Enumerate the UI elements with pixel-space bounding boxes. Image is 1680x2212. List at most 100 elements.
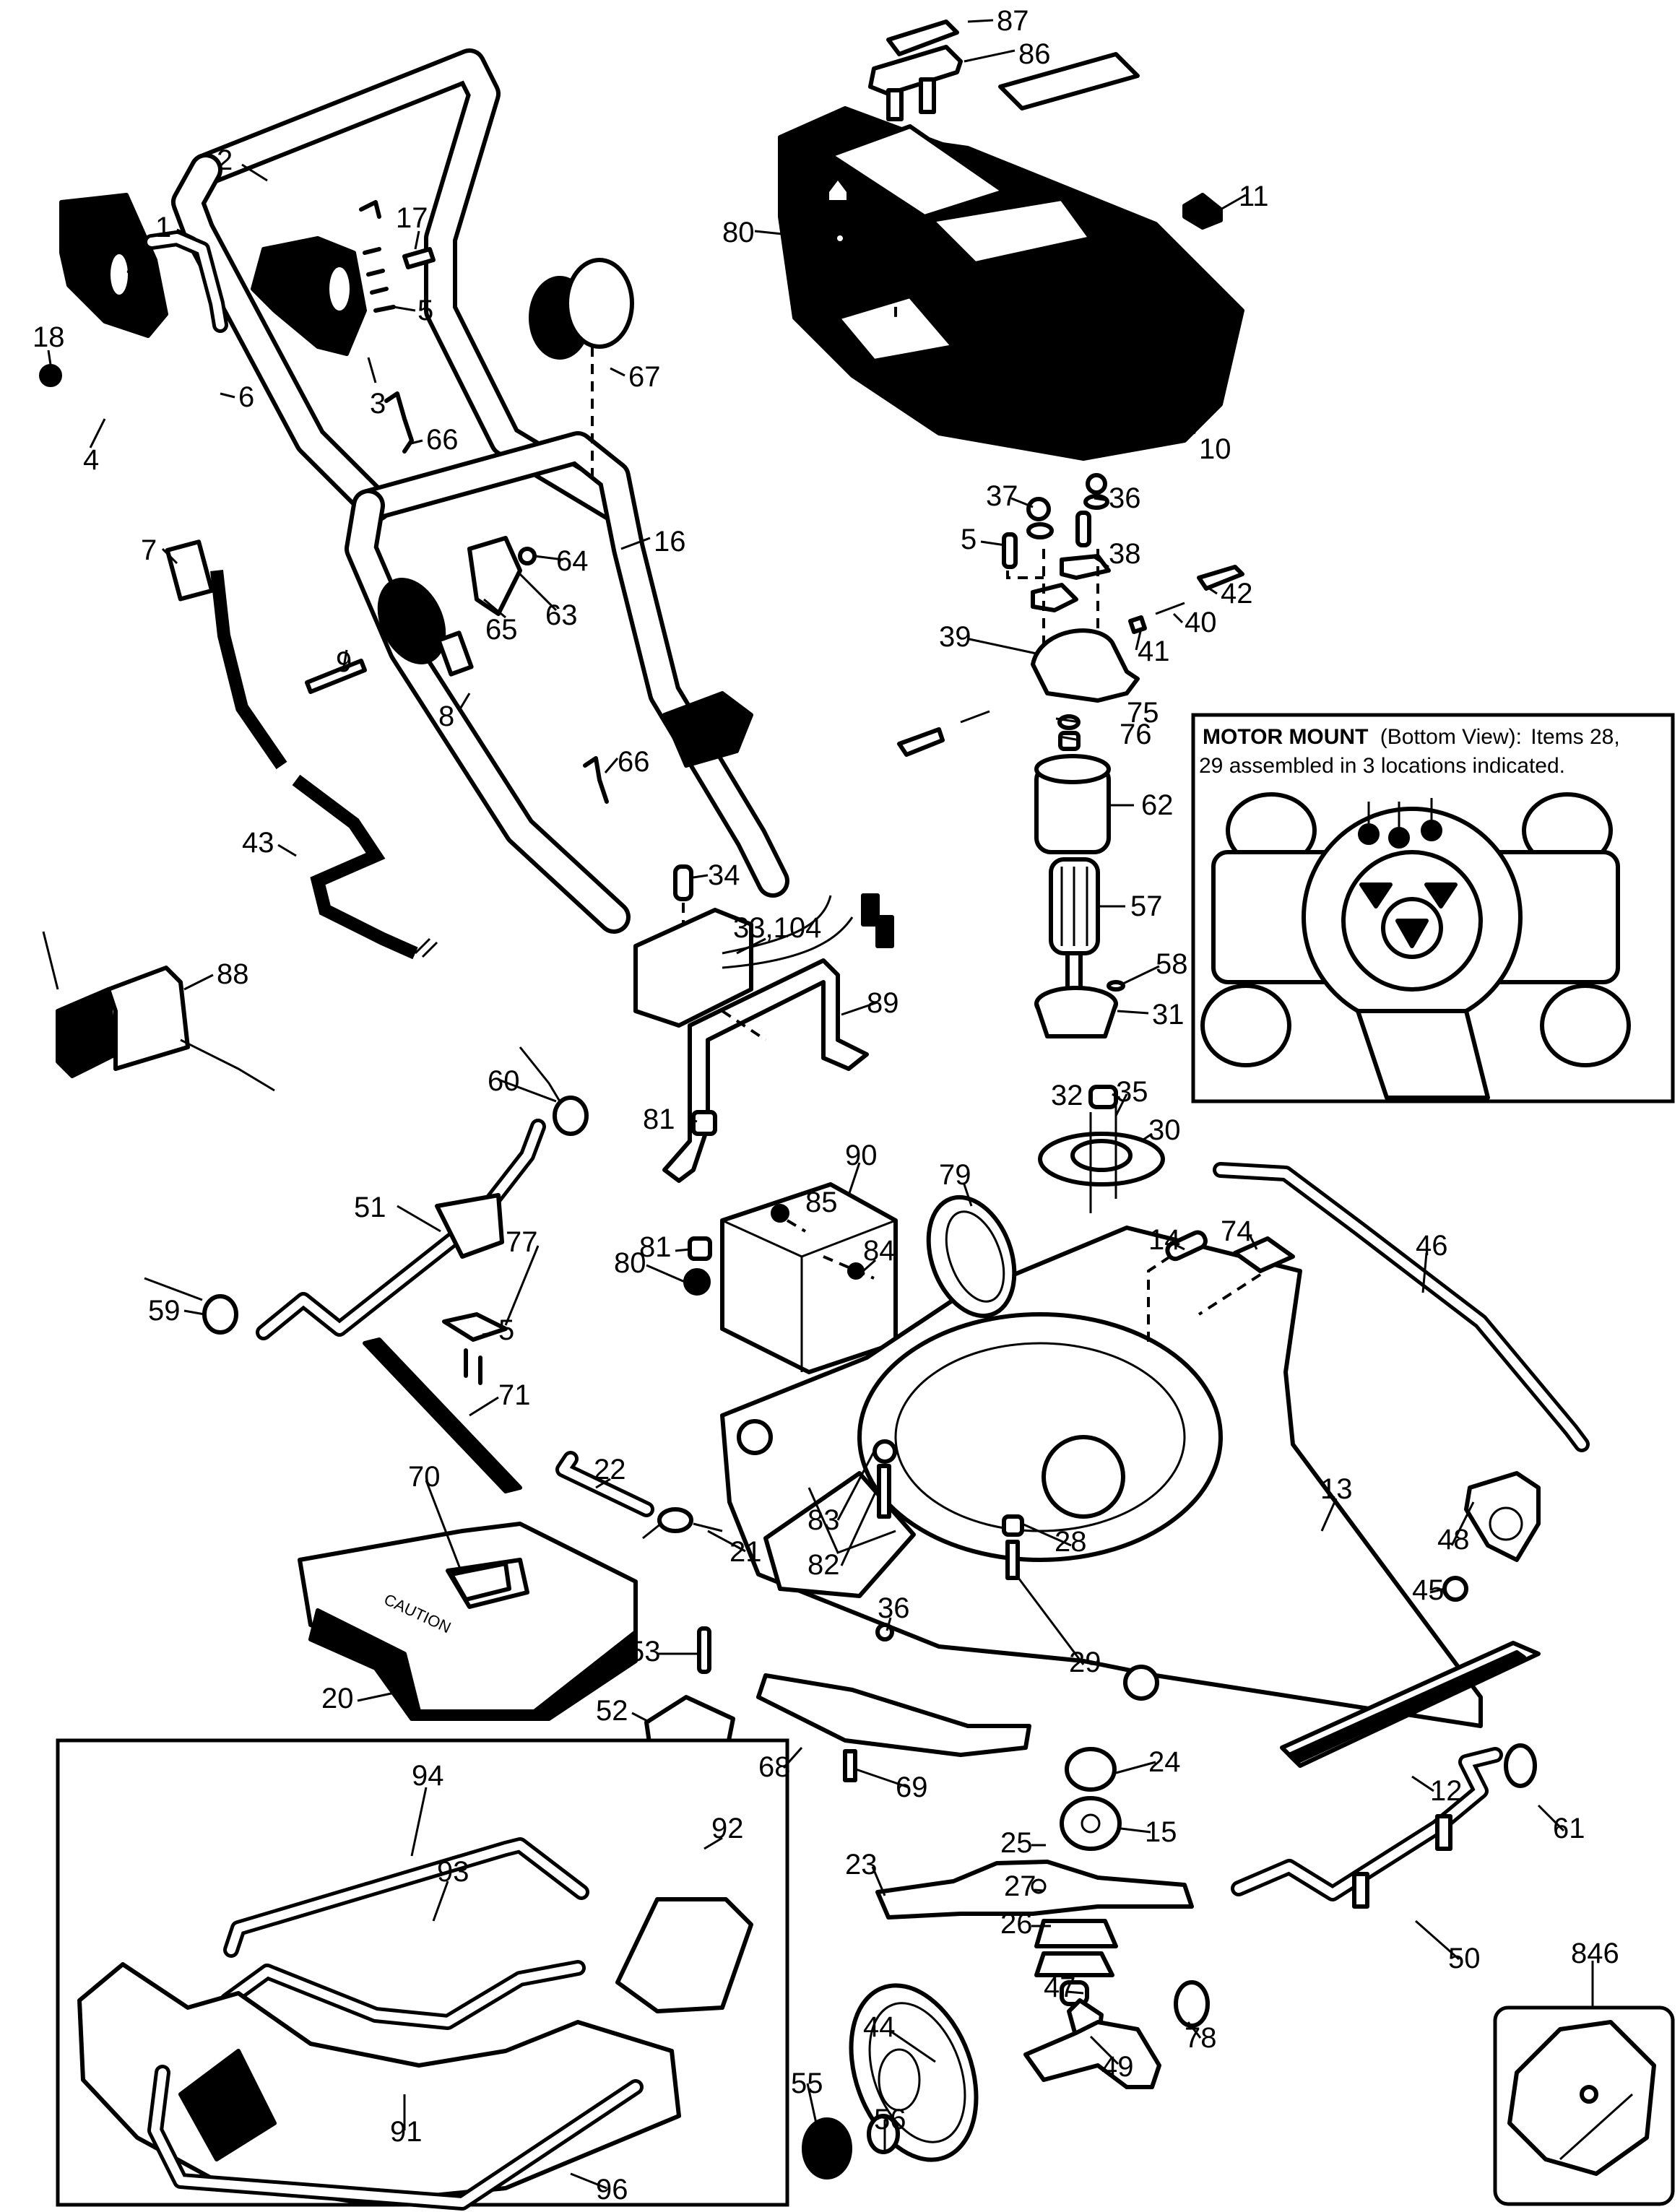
part-21-spring [642,1507,723,1540]
callout-21: 21 [729,1536,762,1568]
part-68-baffle [756,1673,1031,1757]
part-label-plate [998,52,1140,110]
callout-61: 61 [1553,1813,1585,1844]
callout-1: 1 [155,212,171,243]
part-69-bolt [843,1749,857,1782]
part-48-height-adjuster [1464,1471,1541,1562]
callout-90: 90 [845,1140,878,1171]
part-88-charger [42,931,275,1092]
part-42-brush [1197,565,1244,591]
callout-44: 44 [863,2011,896,2043]
part-32-bearing [1088,1085,1118,1109]
callout-92: 92 [711,1813,744,1844]
callout-41: 41 [1138,636,1170,667]
assembly-line [786,1219,875,1280]
callout-67: 67 [628,361,661,393]
callout-47: 47 [1044,1972,1076,2003]
callout-38: 38 [1109,538,1141,570]
part-24-fan-hub [1065,1747,1117,1792]
callout-77: 77 [506,1226,538,1258]
callout-17: 17 [396,202,428,234]
callout-11: 11 [1239,181,1269,212]
part-37-nut [1026,497,1054,539]
callout-33-104: 33,104 [733,912,821,944]
assembly-line [1147,1255,1262,1343]
callout-78: 78 [1185,2022,1217,2054]
callout-15: 15 [1145,1816,1177,1848]
callout-82: 82 [807,1549,840,1581]
part-77-plate [442,1312,508,1342]
part-6-switch-rod [144,230,228,333]
callout-91: 91 [390,2116,423,2148]
part-11-pad [1182,193,1223,230]
callout-80b: 80 [614,1247,646,1279]
callout-20: 20 [321,1683,354,1714]
callout-46: 46 [1416,1230,1448,1262]
callout-75: 75 [1127,697,1159,729]
callout-52: 52 [596,1695,628,1727]
callout-3: 3 [370,388,386,420]
part-74-label [1233,1236,1295,1273]
part-83-washer [873,1439,897,1464]
part-58-key [1107,980,1125,992]
part-17-screw [402,247,436,269]
callout-74: 74 [1221,1215,1253,1247]
part-57-armature [1049,857,1100,1006]
part-41-terminal [1128,615,1147,634]
motor-mount-inset: MOTOR MOUNT (Bottom View): Items 28, 29 … [1191,713,1675,1103]
part-36-nut-washer [1083,473,1109,510]
callout-58: 58 [1156,948,1188,980]
callout-31: 31 [1152,999,1185,1031]
callout-8: 8 [438,701,454,732]
part-44-wheel [849,1983,979,2162]
callout-94: 94 [412,1760,444,1792]
assembly-line [1006,549,1099,650]
callout-76: 76 [1120,719,1152,750]
part-67-wheel-knob [529,258,634,360]
part-36b-nut [875,1623,894,1641]
part-84-bolt [847,1262,865,1280]
callout-56: 56 [874,2104,906,2135]
part-61-spring [1504,1743,1537,1788]
callout-19: 19 [124,262,157,294]
assembly-line [840,249,897,318]
part-34-pin [673,864,693,901]
callout-846: 846 [1571,1938,1619,1969]
callout-81b: 81 [639,1231,672,1263]
part-3-switch-box [251,236,367,356]
part-28-bushing [1002,1514,1024,1537]
part-70-decal [449,1561,511,1602]
callout-5-low: 5 [498,1314,514,1346]
callout-62: 62 [1141,789,1174,821]
callout-81: 81 [643,1103,675,1135]
part-15-blade-adapter [1060,1796,1122,1851]
callout-60: 60 [488,1065,520,1097]
part-19-spring [140,291,164,305]
assembly-line [721,1010,767,1041]
callout-65: 65 [485,614,518,646]
part-66-clip [384,391,414,454]
part-handle-bracket [662,691,753,768]
callout-83: 83 [807,1504,840,1536]
part-62-field [1034,754,1111,854]
part-846-hardware-kit [1493,2005,1675,2206]
callout-27: 27 [1004,1870,1036,1902]
part-22-rod [555,1451,654,1517]
part-82-bolt [877,1464,891,1519]
callout-59: 59 [148,1295,181,1327]
part-81-nut [691,1110,717,1136]
callout-49: 49 [1101,2051,1134,2083]
part-29-screw [1005,1540,1020,1580]
callout-37: 37 [986,480,1018,512]
callout-80: 80 [722,217,755,248]
callout-39: 39 [939,621,971,653]
callout-7: 7 [141,534,157,566]
callout-18: 18 [33,321,65,353]
callout-12: 12 [1430,1775,1463,1807]
part-63-knob [467,536,522,616]
callout-69: 69 [896,1771,928,1803]
part-76-bearing [1058,731,1081,751]
callout-70: 70 [408,1461,441,1493]
callout-2: 2 [217,144,233,176]
part-65-handle-knob-left [377,578,474,677]
